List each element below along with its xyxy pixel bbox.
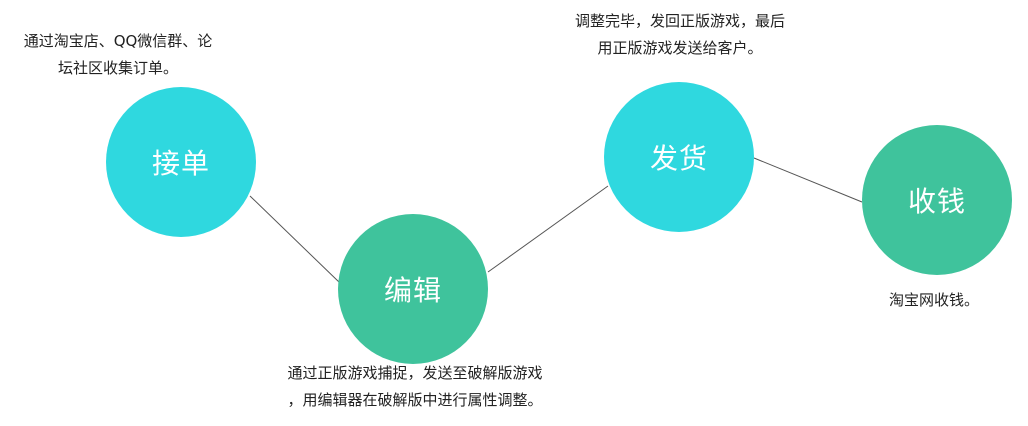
- note-bianji: 通过正版游戏捕捉，发送至破解版游戏 ，用编辑器在破解版中进行属性调整。: [250, 360, 580, 414]
- node-shouqian-label: 收钱: [907, 185, 966, 218]
- note-fahuo-line2: 用正版游戏发送给客户。: [597, 39, 763, 57]
- node-jiedan: 接单: [106, 87, 256, 237]
- note-jiedan: 通过淘宝店、QQ微信群、论 坛社区收集订单。: [0, 28, 236, 82]
- note-bianji-line1: 通过正版游戏捕捉，发送至破解版游戏: [287, 364, 543, 382]
- note-bianji-line2: ，用编辑器在破解版中进行属性调整。: [287, 391, 543, 409]
- node-jiedan-label: 接单: [151, 147, 210, 180]
- node-bianji: 编辑: [338, 214, 488, 364]
- connector-fahuo-shouqian: [753, 157, 863, 203]
- note-shouqian: 淘宝网收钱。: [870, 287, 998, 314]
- note-fahuo: 调整完毕，发回正版游戏，最后 用正版游戏发送给客户。: [540, 8, 820, 62]
- node-fahuo: 发货: [604, 82, 754, 232]
- note-fahuo-line1: 调整完毕，发回正版游戏，最后: [574, 12, 785, 30]
- note-jiedan-line1: 通过淘宝店、QQ微信群、论: [23, 32, 213, 50]
- note-shouqian-line1: 淘宝网收钱。: [888, 291, 979, 309]
- connector-bianji-fahuo: [487, 185, 609, 273]
- note-jiedan-line2: 坛社区收集订单。: [57, 59, 178, 77]
- node-bianji-label: 编辑: [383, 274, 442, 307]
- node-shouqian: 收钱: [862, 125, 1012, 275]
- connector-jiedan-bianji: [249, 195, 341, 284]
- node-fahuo-label: 发货: [649, 142, 708, 175]
